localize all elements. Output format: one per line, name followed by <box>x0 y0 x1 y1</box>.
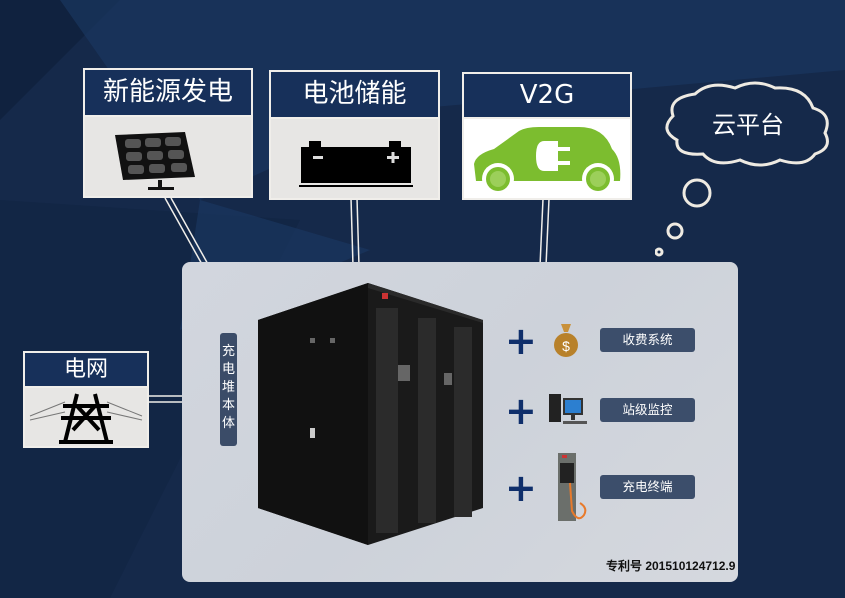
electric-car-icon <box>474 127 621 195</box>
charging-stack-cabinet-image <box>258 283 483 545</box>
station-monitoring-label: 站级监控 <box>600 398 695 422</box>
svg-text:$: $ <box>562 338 570 354</box>
patent-number: 专利号 201510124712.9 <box>606 559 736 573</box>
card-title: V2G <box>464 74 630 119</box>
power-tower-icon <box>29 393 143 444</box>
charging-stack-body-label: 充 电 堆 本 体 <box>220 333 237 446</box>
billing-system-label: 收费系统 <box>600 328 695 352</box>
card-battery-storage: 电池储能 <box>269 70 440 200</box>
cloud-platform-label: 云平台 <box>712 111 784 139</box>
charging-terminal-label: 充电终端 <box>600 475 695 499</box>
card-title: 新能源发电 <box>85 70 251 117</box>
plus-sign: + <box>505 389 537 433</box>
charging-terminal-icon <box>558 453 587 521</box>
battery-icon <box>299 141 413 187</box>
plus-sign: + <box>505 319 537 363</box>
card-power-grid: 电网 <box>23 351 149 448</box>
cloud-icon <box>655 81 829 257</box>
computer-icon <box>549 394 587 424</box>
money-bag-icon: $ <box>554 324 578 357</box>
plus-sign: + <box>505 466 537 510</box>
card-renewable-generation: 新能源发电 <box>83 68 253 198</box>
card-title: 电网 <box>25 353 147 388</box>
card-title: 电池储能 <box>271 72 438 119</box>
card-v2g: V2G <box>462 72 632 200</box>
solar-panel-icon <box>115 132 195 190</box>
